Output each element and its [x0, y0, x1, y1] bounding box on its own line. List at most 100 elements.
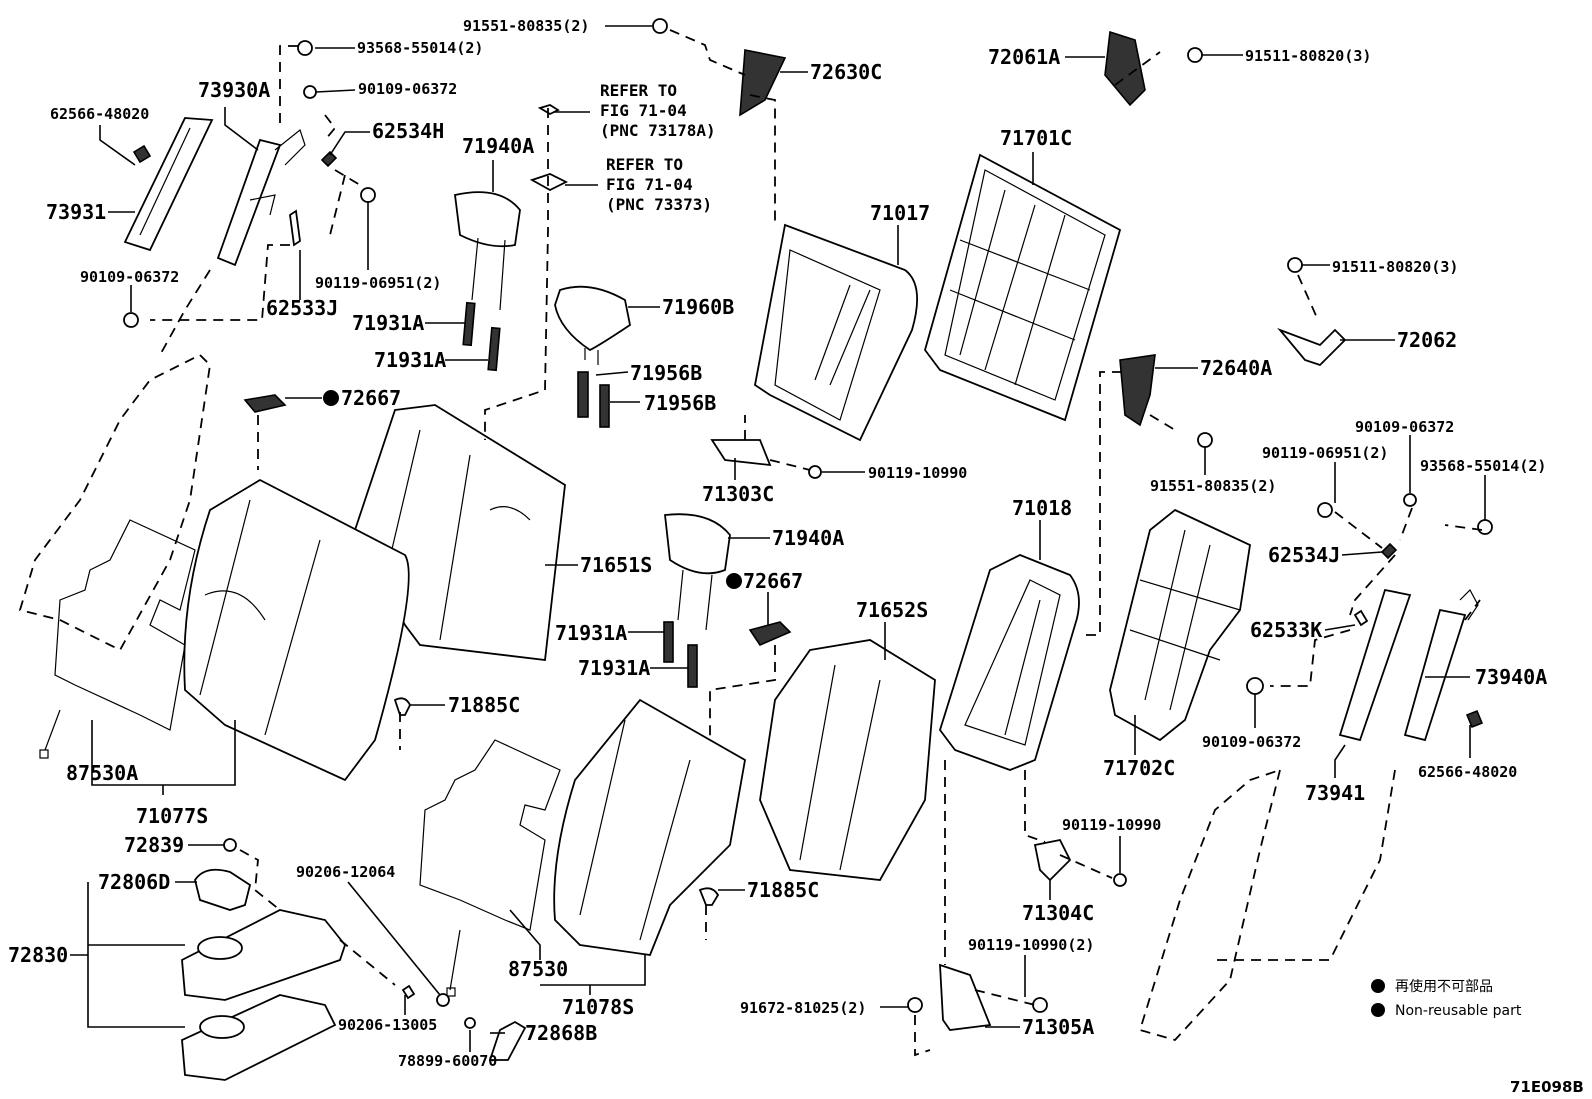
bracket-73940A [1403, 608, 1467, 742]
label-90119-10990-mid[interactable]: 90119-10990 [868, 464, 967, 482]
guide-71931A-3 [663, 621, 674, 663]
seatback-cover-71078S [553, 698, 746, 956]
label-73940A[interactable]: 73940A [1475, 665, 1547, 689]
label-62533K[interactable]: 62533K [1250, 618, 1322, 642]
label-90119-06951-left[interactable]: 90119-06951(2) [315, 274, 441, 292]
reference-note-73178A: REFER TO FIG 71-04 (PNC 73178A) [600, 81, 716, 140]
label-73941[interactable]: 73941 [1305, 781, 1365, 805]
label-71960B[interactable]: 71960B [662, 295, 734, 319]
label-91551-80835-top[interactable]: 91551-80835(2) [463, 17, 589, 35]
label-71304C[interactable]: 71304C [1022, 901, 1094, 925]
non-reusable-dot-icon [726, 573, 742, 589]
part-shapes [18, 18, 1493, 1081]
label-78899-60070[interactable]: 78899-60070 [398, 1052, 497, 1070]
bolt-90119-10990-2 [1032, 997, 1048, 1013]
label-71931A-4[interactable]: 71931A [578, 656, 650, 680]
hinge-71304C [1033, 838, 1072, 882]
clip-62533K [1353, 609, 1369, 627]
label-71077S[interactable]: 71077S [136, 804, 208, 828]
label-71651S[interactable]: 71651S [580, 553, 652, 577]
label-72667-left[interactable]: 72667 [341, 386, 401, 410]
label-72062[interactable]: 72062 [1397, 328, 1457, 352]
label-72806D[interactable]: 72806D [98, 870, 170, 894]
clip-62533J [289, 209, 301, 247]
label-71931A-1[interactable]: 71931A [352, 311, 424, 335]
label-90206-13005[interactable]: 90206-13005 [338, 1016, 437, 1034]
label-90109-06372-topleft[interactable]: 90109-06372 [358, 80, 457, 98]
label-90109-06372-lower[interactable]: 90109-06372 [1202, 733, 1301, 751]
label-73930A[interactable]: 73930A [198, 78, 270, 102]
label-71652S[interactable]: 71652S [856, 598, 928, 622]
label-90119-10990-lower[interactable]: 90119-10990 [1062, 816, 1161, 834]
label-72667-mid[interactable]: 72667 [743, 569, 803, 593]
label-87530[interactable]: 87530 [508, 957, 568, 981]
frame-71018 [939, 554, 1080, 771]
ref-part-73373 [529, 173, 569, 192]
label-90109-06372-right[interactable]: 90109-06372 [1355, 418, 1454, 436]
bolt-90109-06372-b [123, 312, 139, 328]
label-62566-48020-right[interactable]: 62566-48020 [1418, 763, 1517, 781]
label-73931[interactable]: 73931 [46, 200, 106, 224]
bolt-90119-10990-lower [1113, 873, 1127, 887]
ref-line: (PNC 73373) [606, 195, 712, 214]
label-72667-left-group[interactable]: 72667 [323, 386, 401, 410]
label-71931A-3[interactable]: 71931A [555, 621, 627, 645]
headrest-71960B [554, 285, 632, 365]
label-71303C[interactable]: 71303C [702, 482, 774, 506]
label-71885C-right[interactable]: 71885C [747, 878, 819, 902]
guide-71931A-2 [487, 326, 501, 372]
guide-71931A-1 [462, 301, 476, 347]
seatback-cover-71077S [183, 478, 410, 782]
bolt-93568-55014-right [1477, 519, 1493, 535]
label-90119-10990-2[interactable]: 90119-10990(2) [968, 936, 1094, 954]
heater-87530A [18, 353, 211, 759]
bracket-73930A [216, 128, 306, 267]
label-72667-mid-group[interactable]: 72667 [726, 569, 803, 593]
label-71018[interactable]: 71018 [1012, 496, 1072, 520]
label-71078S[interactable]: 71078S [562, 995, 634, 1019]
label-87530A[interactable]: 87530A [66, 761, 138, 785]
label-90206-12064[interactable]: 90206-12064 [296, 863, 395, 881]
label-91551-80835-right[interactable]: 91551-80835(2) [1150, 477, 1276, 495]
label-62533J[interactable]: 62533J [266, 296, 338, 320]
label-62566-48020-left[interactable]: 62566-48020 [50, 105, 149, 123]
label-71956B-2[interactable]: 71956B [644, 391, 716, 415]
label-72640A[interactable]: 72640A [1200, 356, 1272, 380]
armrest-72830 [181, 909, 347, 1081]
clip-90206-13005 [401, 984, 416, 1000]
label-93568-55014-right[interactable]: 93568-55014(2) [1420, 457, 1546, 475]
label-90109-06372-left[interactable]: 90109-06372 [80, 268, 179, 286]
bolt-90119-06951-right [1317, 502, 1333, 518]
label-71305A[interactable]: 71305A [1022, 1015, 1094, 1039]
label-91672-81025[interactable]: 91672-81025(2) [740, 999, 866, 1017]
label-71701C[interactable]: 71701C [1000, 126, 1072, 150]
clip-62534H [320, 150, 338, 168]
label-93568-55014-left[interactable]: 93568-55014(2) [357, 39, 483, 57]
label-72830[interactable]: 72830 [8, 943, 68, 967]
label-72868B[interactable]: 72868B [525, 1021, 597, 1045]
cap-72667-left [243, 394, 287, 413]
guide-71956B-2 [599, 384, 610, 428]
label-91511-80820-right[interactable]: 91511-80820(3) [1332, 258, 1458, 276]
label-62534J[interactable]: 62534J [1268, 543, 1340, 567]
label-71940A-top[interactable]: 71940A [462, 134, 534, 158]
clip-78899-60070 [464, 1017, 476, 1029]
ref-line: REFER TO [606, 155, 683, 174]
label-72061A[interactable]: 72061A [988, 45, 1060, 69]
bolt-91511-80820-right [1287, 257, 1303, 273]
label-71017[interactable]: 71017 [870, 201, 930, 225]
label-72630C[interactable]: 72630C [810, 60, 882, 84]
label-90119-06951-right[interactable]: 90119-06951(2) [1262, 444, 1388, 462]
ref-line: REFER TO [600, 81, 677, 100]
label-91511-80820-top[interactable]: 91511-80820(3) [1245, 47, 1371, 65]
frame-71017 [754, 223, 918, 442]
label-71885C-left[interactable]: 71885C [448, 693, 520, 717]
leader-lines [70, 25, 1486, 1052]
label-62534H[interactable]: 62534H [372, 119, 444, 143]
non-reusable-dot-icon [1371, 979, 1385, 993]
label-71956B-1[interactable]: 71956B [630, 361, 702, 385]
label-71940A-mid[interactable]: 71940A [772, 526, 844, 550]
label-71931A-2[interactable]: 71931A [374, 348, 446, 372]
label-72839[interactable]: 72839 [124, 833, 184, 857]
label-71702C[interactable]: 71702C [1103, 756, 1175, 780]
